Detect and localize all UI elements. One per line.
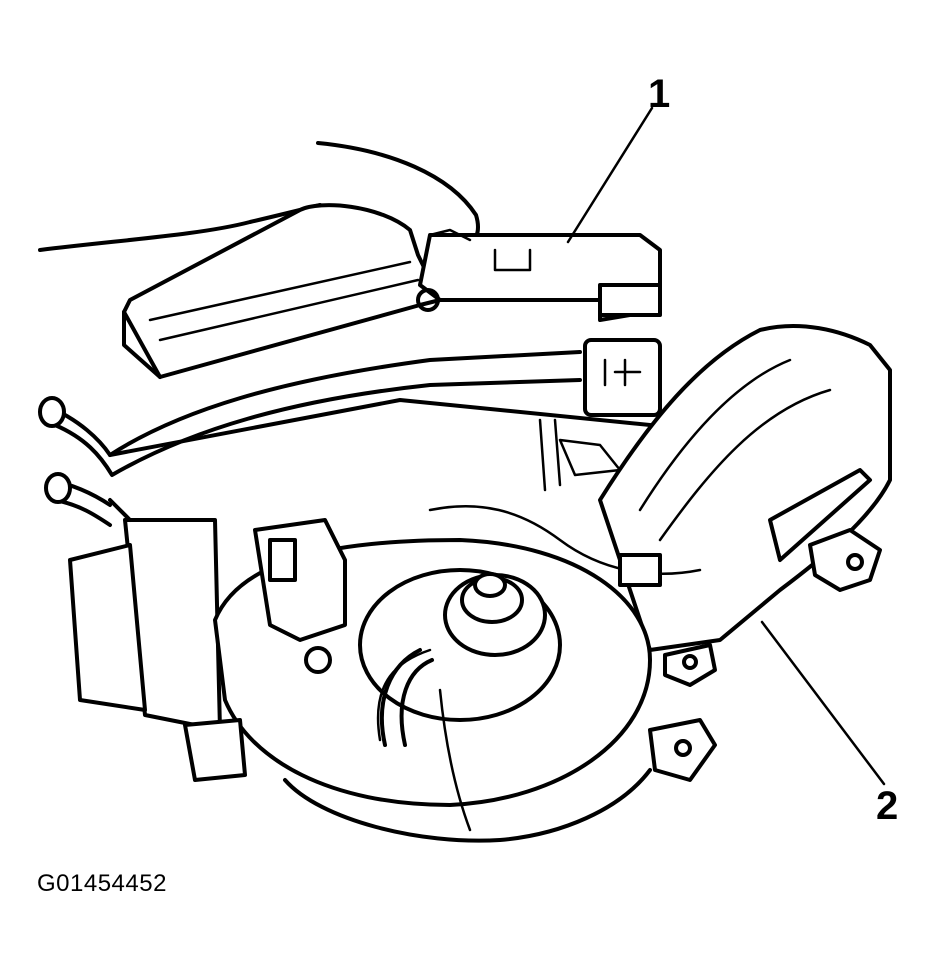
mounting-brackets [648,528,882,782]
wire-clips [183,418,702,782]
air-duct [122,203,442,379]
callout-number-1: 1 [648,72,671,116]
callout-leader-2 [760,620,886,786]
actuator [253,518,347,674]
callout-number-2: 2 [876,784,899,828]
callout-leader-1 [566,106,654,244]
figure-id-label: G01454452 [37,870,167,897]
heater-hoses [38,350,582,527]
module-component [416,228,662,322]
electrical-connector [583,338,662,417]
